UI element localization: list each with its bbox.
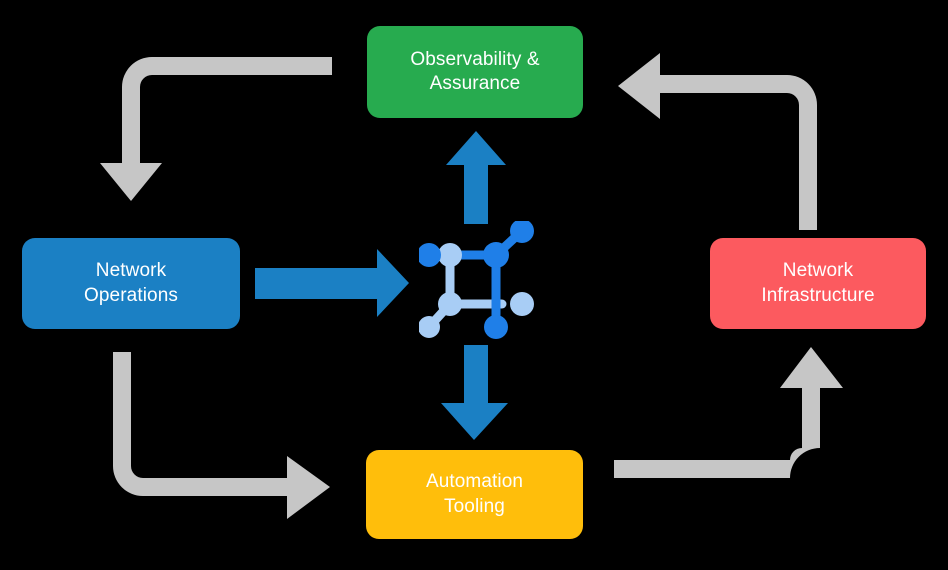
arrow-network-operations-to-center xyxy=(255,249,409,317)
node-network-operations[interactable]: Network Operations xyxy=(22,238,240,329)
node-network-operations-label: Network Operations xyxy=(84,260,178,306)
node-observability-label: Observability & Assurance xyxy=(410,48,540,94)
arrow-network-infrastructure-to-observability xyxy=(618,53,817,230)
node-network-infrastructure[interactable]: Network Infrastructure xyxy=(710,238,926,329)
node-network-infrastructure-label: Network Infrastructure xyxy=(761,260,875,306)
arrow-observability-to-network-operations xyxy=(100,57,332,201)
network-nodes-primary xyxy=(419,221,534,339)
node-automation-tooling[interactable]: Automation Tooling xyxy=(366,450,583,539)
arrow-center-to-observability xyxy=(446,131,506,224)
network-topology-icon xyxy=(419,221,534,339)
arrow-network-operations-to-automation-tooling xyxy=(113,352,330,519)
node-automation-tooling-label: Automation Tooling xyxy=(425,471,524,517)
arrow-center-to-automation-tooling xyxy=(441,345,508,440)
arrow-automation-tooling-to-network-infrastructure xyxy=(614,347,843,478)
node-observability-assurance[interactable]: Observability & Assurance xyxy=(367,26,583,118)
network-nodes-secondary xyxy=(419,243,534,338)
